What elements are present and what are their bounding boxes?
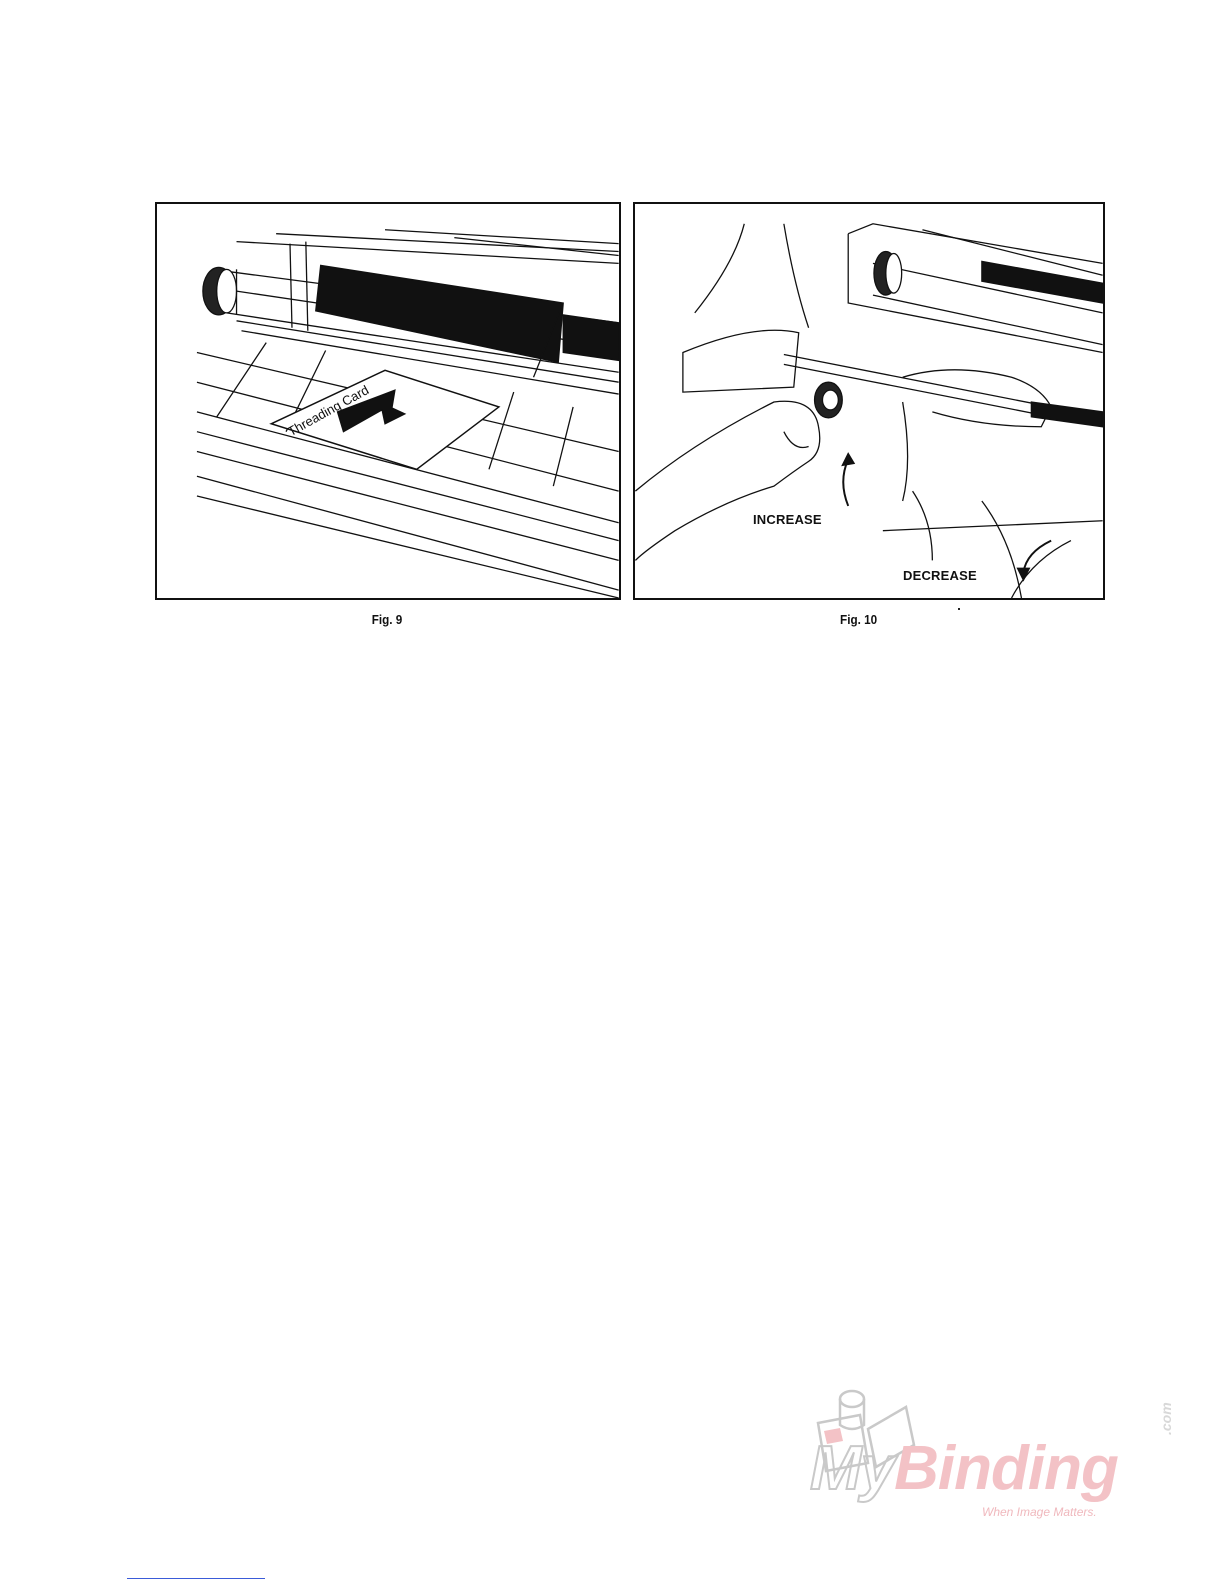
logo-suffix: .com	[1158, 1402, 1174, 1435]
logo-word-binding: Binding	[894, 1434, 1118, 1503]
figure-10-caption: Fig. 10	[840, 612, 877, 627]
logo-tagline: When Image Matters.	[982, 1505, 1097, 1519]
decrease-label: DECREASE	[903, 568, 977, 583]
tension-adjustment-illustration	[635, 204, 1103, 598]
mybinding-logo: MyBinding .com When Image Matters.	[810, 1385, 1180, 1525]
figure-9-illustration: Threading Card	[155, 202, 621, 600]
logo-word-my: My	[810, 1434, 894, 1503]
footer-link-underline[interactable]	[127, 1578, 265, 1579]
increase-label: INCREASE	[753, 512, 822, 527]
figure-10-illustration: INCREASE DECREASE	[633, 202, 1105, 600]
stray-mark	[958, 608, 960, 610]
figure-9-caption: Fig. 9	[372, 612, 403, 627]
threading-card-illustration	[157, 204, 619, 598]
